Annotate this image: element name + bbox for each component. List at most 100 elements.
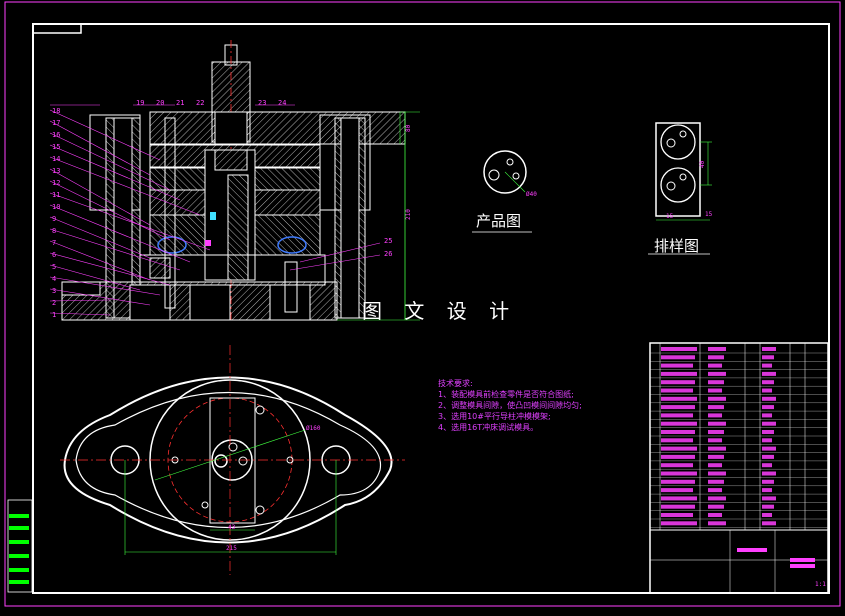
revision-strip [7,499,33,593]
bom-cell-mark [762,471,776,476]
bom-cell-mark [708,488,722,493]
dim-top: 80 [405,124,412,132]
svg-text:15: 15 [52,143,60,151]
bom-cell-mark [708,504,724,509]
bom-cell-mark [708,438,722,443]
bom-cell-mark [708,463,722,468]
svg-text:3: 3 [52,287,56,295]
tech-notes: 技术要求: 1、装配模具前检查零件是否符合图纸; 2、调整模具间隙，使凸凹模间间… [438,378,582,433]
part-numbers-right: 25 26 [384,237,392,258]
watermark: 图 文 设 计 [362,299,518,323]
bom-cell-mark [708,521,726,526]
bom-cell-mark [661,388,693,393]
bom-cell-mark [661,471,697,476]
part-numbers-left: 18 17 16 15 14 13 12 11 10 9 8 7 6 5 4 3… [52,107,60,319]
bom-cell-mark [708,496,726,501]
bom-cell-mark [708,355,724,360]
dim-plan-small: 43 [228,524,236,531]
product-view-label: 产品图 [476,212,522,230]
layout-view: 40 15 15 [648,122,713,255]
svg-text:26: 26 [384,250,392,258]
bom-cell-mark [762,454,774,459]
tech-note-1: 1、装配模具前检查零件是否符合图纸; [438,390,574,399]
bom-cell-mark [708,363,722,368]
svg-text:11: 11 [52,191,60,199]
svg-text:22: 22 [196,99,204,107]
bom-cell-mark [708,396,726,401]
svg-text:20: 20 [156,99,164,107]
dim-height: 210 [405,209,412,220]
bom-cell-mark [661,371,697,376]
plan-view: Ø160 215 43 [60,345,405,575]
svg-text:16: 16 [52,131,60,139]
bom-cell-mark [708,413,722,418]
dim-plan-width: 215 [226,545,237,552]
svg-text:5: 5 [52,263,56,271]
svg-text:18: 18 [52,107,60,115]
bom-cell-mark [708,405,724,410]
bom-cell-mark [661,380,695,385]
leader-lines [49,104,381,316]
svg-text:4: 4 [52,275,56,283]
bom-cell-mark [708,446,726,451]
bom-cell-mark [661,521,697,526]
bom-cell-mark [762,430,774,434]
bom-cell-mark [708,380,724,385]
bom-cell-mark [708,471,726,476]
svg-text:10: 10 [52,203,60,211]
bom-cell-mark [762,405,774,410]
svg-text:9: 9 [52,215,56,223]
svg-text:23: 23 [258,99,266,107]
dim-layout-c: 40 [699,160,706,168]
tech-notes-title: 技术要求: [438,379,473,388]
svg-text:8: 8 [52,227,56,235]
bom-cell-mark [661,479,695,484]
bom-cell-mark [708,513,722,517]
sheet-border [4,1,841,607]
bom-cell-mark [762,438,772,443]
dim-product: Ø40 [526,191,537,198]
bom-cell-mark [661,454,695,459]
dim-plan-diameter: Ø160 [306,425,321,432]
svg-text:21: 21 [176,99,184,107]
bom-cell-mark [762,421,776,426]
scale-label: 1:1 [815,581,826,588]
bom-cell-mark [661,421,697,426]
bom-cell-mark [762,413,772,418]
bom-cell-mark [661,488,693,493]
bom-cell-mark [762,388,772,393]
bom-cell-mark [661,430,695,434]
bom-cell-mark [762,355,774,360]
bom-cell-mark [762,488,772,493]
bom-cell-mark [708,347,726,351]
bom-cell-mark [661,396,697,401]
svg-text:6: 6 [52,251,56,259]
bom-cell-mark [661,504,695,509]
bom-cell-mark [762,371,776,376]
bom-cell-mark [762,496,776,501]
bom-cell-mark [762,463,772,468]
bom-cell-mark [661,496,697,501]
bom-cell-mark [708,479,724,484]
bom-cell-mark [762,363,772,368]
bom-table: 1:1 [649,342,829,594]
part-numbers-top: 19 20 21 22 23 24 [136,99,286,107]
bom-cell-mark [762,504,774,509]
bom-cell-mark [661,413,693,418]
svg-text:19: 19 [136,99,144,107]
svg-text:13: 13 [52,167,60,175]
bom-cell-mark [762,521,776,526]
bom-cell-mark [762,380,774,385]
layout-view-label: 排样图 [654,237,700,255]
bom-cell-mark [762,446,776,451]
bom-cell-mark [661,446,697,451]
bom-cell-mark [708,421,726,426]
product-view: Ø40 [472,150,537,233]
svg-text:1: 1 [52,311,56,319]
dim-layout-a: 15 [666,213,674,220]
tech-note-4: 4、选用16T冲床调试模具。 [438,423,539,432]
svg-text:24: 24 [278,99,286,107]
bom-cell-mark [661,363,693,368]
svg-text:2: 2 [52,299,56,307]
